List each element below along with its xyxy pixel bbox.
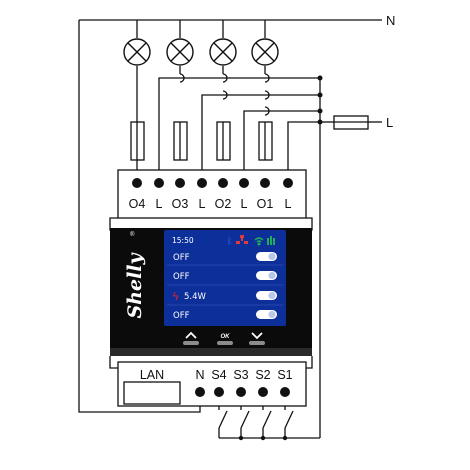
screen-row: ϟ 5.4W	[167, 290, 283, 306]
network-icon	[236, 235, 248, 244]
ok-button[interactable]: OK	[217, 334, 233, 345]
row-power: 5.4W	[184, 292, 207, 302]
display-screen: 15:50 ᛒ OFF OFF	[164, 230, 286, 326]
terminal-l: L	[241, 197, 248, 211]
top-terminal-labels: O4 L O3 L O2 L O1 L	[129, 197, 292, 211]
chevron-down-icon	[251, 332, 263, 340]
screen-row: OFF	[167, 271, 283, 286]
row-status: OFF	[173, 311, 190, 321]
l-bus-1	[158, 77, 320, 178]
lamp-icon	[123, 38, 151, 66]
bottom-terminal-screws	[195, 387, 290, 397]
wifi-icon	[254, 237, 264, 246]
row-status: OFF	[173, 253, 190, 263]
brand-logo: Shelly	[124, 251, 146, 318]
neutral-label: N	[386, 13, 395, 28]
terminal-l: L	[199, 197, 206, 211]
ok-label: OK	[221, 334, 231, 340]
terminal-o1: O1	[257, 197, 274, 211]
terminal-lan: LAN	[140, 368, 164, 382]
l-bus-2	[201, 94, 320, 178]
switch-s1	[284, 410, 294, 429]
terminal-s4: S4	[211, 368, 226, 382]
terminal-o4: O4	[129, 197, 146, 211]
l-bus-3	[243, 110, 320, 178]
lamp-icon	[209, 38, 237, 66]
top-terminal-screws	[132, 178, 293, 188]
terminal-o2: O2	[215, 197, 232, 211]
terminal-l: L	[285, 197, 292, 211]
switch-s2	[262, 410, 272, 429]
screen-row: OFF	[167, 252, 283, 266]
terminal-o3: O3	[172, 197, 189, 211]
row-status: OFF	[173, 272, 190, 282]
up-button[interactable]	[183, 331, 199, 345]
lan-port[interactable]	[123, 381, 181, 405]
line-label: L	[386, 115, 393, 130]
lamp-icon	[251, 38, 279, 66]
junction-dots	[238, 75, 323, 441]
terminal-s2: S2	[255, 368, 270, 382]
screen-time: 15:50	[172, 236, 194, 245]
chevron-up-icon	[185, 331, 197, 339]
lamp-icon	[166, 38, 194, 66]
fuses	[130, 115, 369, 161]
screen-row: OFF	[173, 310, 277, 321]
bluetooth-icon: ᛒ	[227, 236, 232, 247]
switch-s4	[218, 410, 228, 429]
terminal-n: N	[195, 368, 204, 382]
down-button[interactable]	[249, 332, 265, 345]
svg-text:®: ®	[130, 231, 135, 238]
terminal-s3: S3	[233, 368, 248, 382]
wiring	[78, 19, 382, 439]
terminal-s1: S1	[277, 368, 292, 382]
terminal-l: L	[156, 197, 163, 211]
nav-buttons: OK	[183, 331, 265, 345]
cloud-signal-icon	[267, 236, 275, 245]
bottom-terminal-labels: LAN N S4 S3 S2 S1	[140, 368, 293, 382]
switch-s3	[240, 410, 250, 429]
power-bolt-icon: ϟ	[172, 290, 179, 303]
lamps	[123, 38, 279, 66]
l-bus-4	[287, 121, 320, 178]
